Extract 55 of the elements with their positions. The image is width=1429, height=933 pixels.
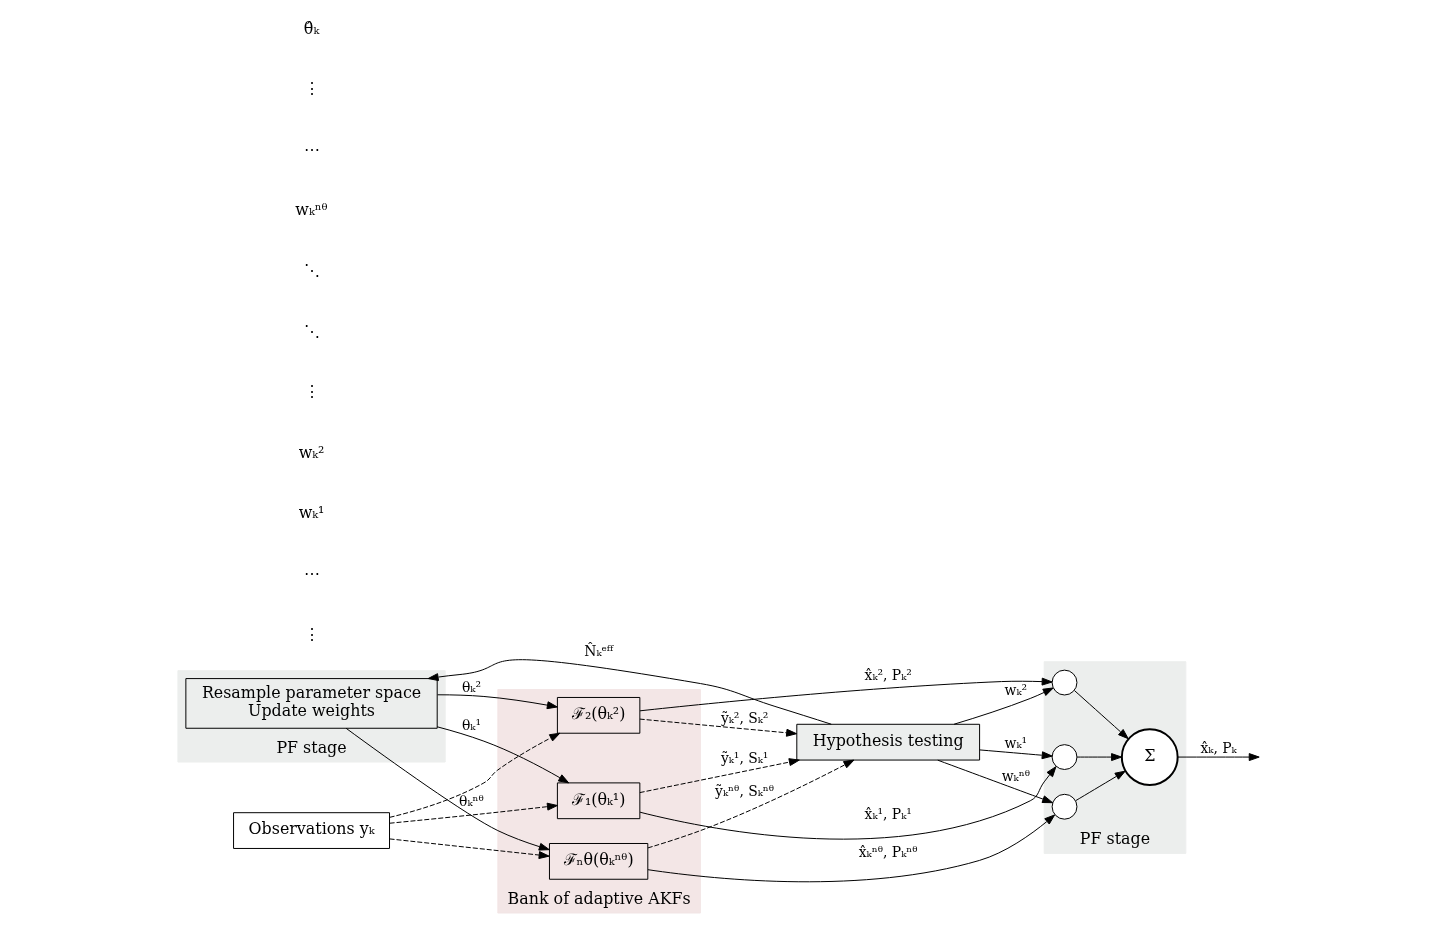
edge-label: θₖ²	[461, 678, 481, 695]
node-circle	[1051, 669, 1077, 696]
edge-label: θₖⁿᶿ	[458, 792, 484, 809]
label: ⋱	[303, 261, 320, 281]
edge-label: N̂ₖᵉᶠᶠ	[583, 642, 613, 659]
label: wₖ¹	[298, 503, 324, 523]
node-box: Resample parameter space Update weights	[184, 678, 438, 729]
arrow	[1074, 770, 1126, 802]
arrow	[639, 766, 1056, 840]
arrow	[436, 694, 558, 710]
label: ⋮	[303, 79, 320, 99]
arrow	[345, 727, 550, 851]
label: ⋮	[303, 382, 320, 402]
arrow	[427, 659, 832, 725]
edge-label: ỹₖ², Sₖ²	[720, 710, 768, 727]
label: ⋱	[303, 321, 320, 341]
label: wₖ²	[298, 442, 324, 462]
node-box: Observations yₖ	[232, 812, 390, 849]
arrow	[388, 802, 558, 824]
label: θ̂ₖ	[303, 18, 319, 38]
node-box: Hypothesis testing	[795, 723, 980, 761]
node-circle	[1051, 744, 1077, 770]
edge-label: x̂ₖ, Pₖ	[1200, 740, 1237, 757]
node-box: ℱ₂(θₖ²)	[556, 696, 640, 734]
label: wₖⁿᶿ	[294, 200, 328, 220]
node-box: ℱₙθ(θₖⁿᶿ)	[548, 843, 648, 880]
node-box: ℱ₁(θₖ¹)	[556, 782, 640, 820]
arrow	[638, 758, 800, 794]
arrow	[639, 677, 1053, 712]
arrow	[953, 687, 1054, 725]
edge-label: ỹₖ¹, Sₖ¹	[720, 750, 768, 767]
edge-label: x̂ₖ², Pₖ²	[864, 666, 912, 683]
edge-label: wₖⁿᶿ	[1001, 768, 1030, 785]
arrow	[936, 759, 1053, 804]
label: ⋯	[303, 564, 320, 584]
edge-label: x̂ₖ¹, Pₖ¹	[864, 805, 912, 822]
arrow	[1073, 690, 1129, 740]
edge-label: x̂ₖⁿᶿ, Pₖⁿᶿ	[858, 843, 918, 860]
arrow	[978, 749, 1053, 760]
arrow	[646, 759, 854, 849]
arrow	[388, 838, 550, 860]
node-circle	[1051, 793, 1077, 820]
label: ⋯	[303, 139, 320, 159]
edge-label: ỹₖⁿᶿ, Sₖⁿᶿ	[714, 783, 774, 800]
edge-label: wₖ¹	[1004, 735, 1027, 752]
arrow	[388, 732, 560, 818]
edge-label: wₖ²	[1004, 681, 1027, 698]
arrow	[1176, 753, 1260, 762]
edge-label: θₖ¹	[461, 717, 481, 734]
arrow	[436, 726, 569, 784]
label: ⋮	[303, 624, 320, 644]
arrow	[646, 814, 1055, 883]
arrow	[1076, 753, 1122, 762]
arrow	[638, 718, 797, 737]
node-circle: Σ	[1120, 728, 1179, 786]
